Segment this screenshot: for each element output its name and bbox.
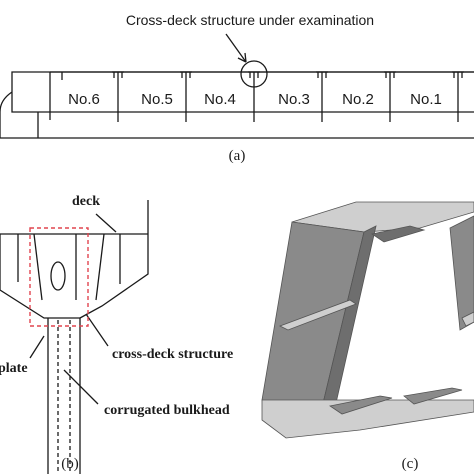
cross-deck-left: [0, 234, 48, 319]
compartment-label: No.2: [342, 91, 374, 108]
annotation-arrowhead: [237, 52, 247, 63]
compartment-label: No.5: [141, 91, 173, 108]
compartment-label: No.1: [410, 91, 442, 108]
bottom-stiffener-right: [403, 387, 463, 405]
panel-b: [0, 200, 149, 474]
detail-box: [29, 227, 89, 327]
label-plate: plate: [0, 361, 28, 376]
bulkhead-posts: [49, 71, 464, 122]
leader-bulkhead: [63, 369, 99, 405]
leader-deck: [95, 213, 117, 233]
annotation-arrow: [225, 33, 247, 63]
caption-c: (c): [402, 456, 419, 472]
bulkhead-stem: [47, 317, 81, 474]
cross-deck-right: [79, 234, 149, 319]
compartment-label: No.4: [204, 91, 236, 108]
caption-a: (a): [229, 148, 246, 164]
label-bulkhead: corrugated bulkhead: [104, 403, 230, 418]
bottom-plate: [261, 399, 474, 439]
leader-plate: [29, 335, 45, 359]
label-deck: deck: [72, 194, 100, 209]
caption-b: (b): [61, 456, 79, 472]
right-bracket: [461, 311, 474, 327]
mid-stiffener: [278, 299, 357, 331]
compartment-labels: No.6 No.5 No.4 No.3 No.2 No.1: [68, 91, 442, 108]
hull-outline: [0, 71, 474, 139]
examination-circle: [240, 60, 268, 88]
leader-cross-deck: [85, 313, 109, 347]
compartment-label: No.3: [278, 91, 310, 108]
top-bracket: [370, 225, 426, 243]
annotation-label: Cross-deck structure under examination: [126, 12, 374, 28]
bulkhead-dashed: [57, 320, 71, 474]
panel-c: [261, 201, 474, 439]
lightening-hole: [50, 261, 66, 291]
right-side-plate: [449, 215, 474, 331]
label-cross-deck: cross-deck structure: [112, 347, 233, 362]
panel-b-labels: deck cross-deck structure plate corrugat…: [0, 194, 233, 418]
deck-plate: [0, 200, 149, 235]
compartment-label: No.6: [68, 91, 100, 108]
panel-a: [0, 33, 474, 139]
bottom-stiffener-left: [328, 395, 393, 415]
web-lines: [17, 233, 121, 301]
